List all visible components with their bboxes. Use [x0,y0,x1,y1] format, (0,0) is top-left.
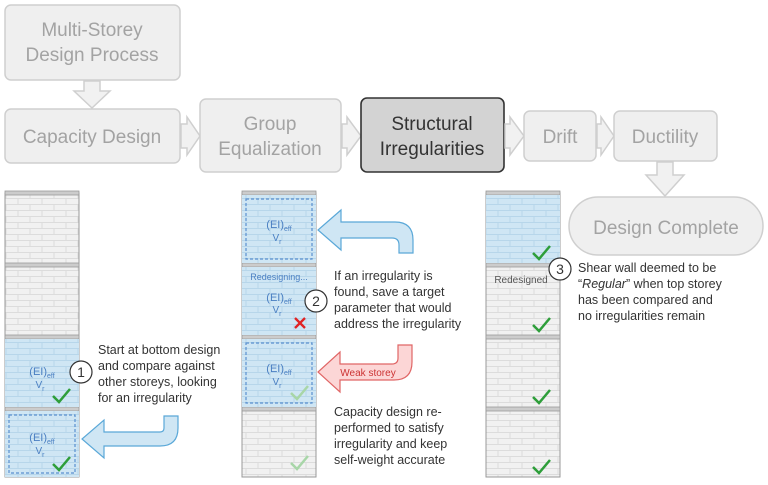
check-icon [532,389,551,405]
svg-text:no irregularities remain: no irregularities remain [578,309,705,323]
faded-check-icon [290,385,309,401]
step1-number: 1 [77,364,85,380]
blue-arrow-step2 [317,208,414,254]
svg-text:performed to satisfy: performed to satisfy [334,421,445,435]
capacity-design-label: Capacity Design [23,127,161,148]
right-arrow-2 [341,114,362,158]
svg-text:other storeys, looking: other storeys, looking [98,375,217,389]
svg-text:Start at bottom design: Start at bottom design [98,343,220,357]
svg-text:for an irregularity: for an irregularity [98,391,193,405]
step2b-text: Capacity design re- performed to satisfy… [334,405,447,467]
check-icon [532,459,551,475]
design-complete-box: Design Complete [568,196,764,256]
step2-number: 2 [312,293,320,309]
process-title-line1: Multi-Storey [41,20,143,41]
svg-text:Shear wall deemed to be: Shear wall deemed to be [578,261,716,275]
svg-text:irregularity and keep: irregularity and keep [334,437,447,451]
svg-text:Vr: Vr [272,305,282,318]
svg-text:(EI)eff: (EI)eff [266,219,291,233]
group-label-line1: Group [244,114,297,135]
svg-text:(EI)eff: (EI)eff [29,432,54,446]
weak-storey-label: Weak storey [340,368,395,379]
drift-label: Drift [543,127,579,148]
shear-wall-2: (EI)eff Vr Redesigning... (EI)eff Vr (EI… [241,190,317,478]
svg-text:(EI)eff: (EI)eff [266,292,291,306]
redesigned-label: Redesigned [494,275,547,286]
structural-irregularities-box: Structural Irregularities [360,97,505,173]
process-title-line2: Design Process [25,45,158,66]
drift-box: Drift [523,110,597,162]
structural-label-line1: Structural [391,114,472,135]
svg-text:and compare against: and compare against [98,359,215,373]
multi-storey-design-process-box: Multi-Storey Design Process [4,4,181,81]
capacity-design-box: Capacity Design [4,108,181,164]
svg-text:Capacity design re-: Capacity design re- [334,405,442,419]
ductility-box: Ductility [613,110,718,162]
right-arrow-3 [504,114,525,158]
svg-text:address the irregularity: address the irregularity [334,317,462,331]
check-icon [532,317,551,333]
cross-icon [294,317,306,329]
structural-label-line2: Irregularities [380,139,485,160]
group-equalization-box: Group Equalization [199,98,342,173]
svg-text:“Regular” when top storey: “Regular” when top storey [578,277,723,291]
shear-wall-1: (EI)eff Vr (EI)eff Vr [4,190,80,478]
blue-arrow-step1 [81,415,179,460]
red-arrow-weak-storey [317,344,413,394]
faded-check-icon [290,455,309,471]
right-arrow-4 [596,114,615,158]
right-arrow-1 [180,114,201,158]
step2-text: If an irregularity is found, save a targ… [334,269,462,331]
svg-text:If an irregularity is: If an irregularity is [334,269,433,283]
svg-text:Vr: Vr [35,446,45,459]
step3-text: Shear wall deemed to be “Regular” when t… [578,261,723,323]
svg-text:has been compared and: has been compared and [578,293,713,307]
check-icon [52,456,71,472]
svg-text:(EI)eff: (EI)eff [266,363,291,377]
svg-text:(EI)eff: (EI)eff [29,366,54,380]
svg-text:Vr: Vr [272,377,282,390]
svg-text:Vr: Vr [35,380,45,393]
ductility-label: Ductility [632,127,699,148]
svg-text:self-weight accurate: self-weight accurate [334,453,445,467]
svg-text:parameter that would: parameter that would [334,301,451,315]
design-complete-label: Design Complete [593,218,739,239]
down-arrow-2 [644,161,686,198]
down-arrow [72,80,112,110]
svg-text:Vr: Vr [272,233,282,246]
check-icon [532,245,551,261]
svg-text:found, save a target: found, save a target [334,285,445,299]
redesigning-label: Redesigning... [250,272,308,282]
group-label-line2: Equalization [218,139,322,160]
step3-number: 3 [556,261,564,277]
check-icon [52,388,71,404]
shear-wall-3: Redesigned [485,190,561,478]
step1-text: Start at bottom design and compare again… [98,343,220,405]
